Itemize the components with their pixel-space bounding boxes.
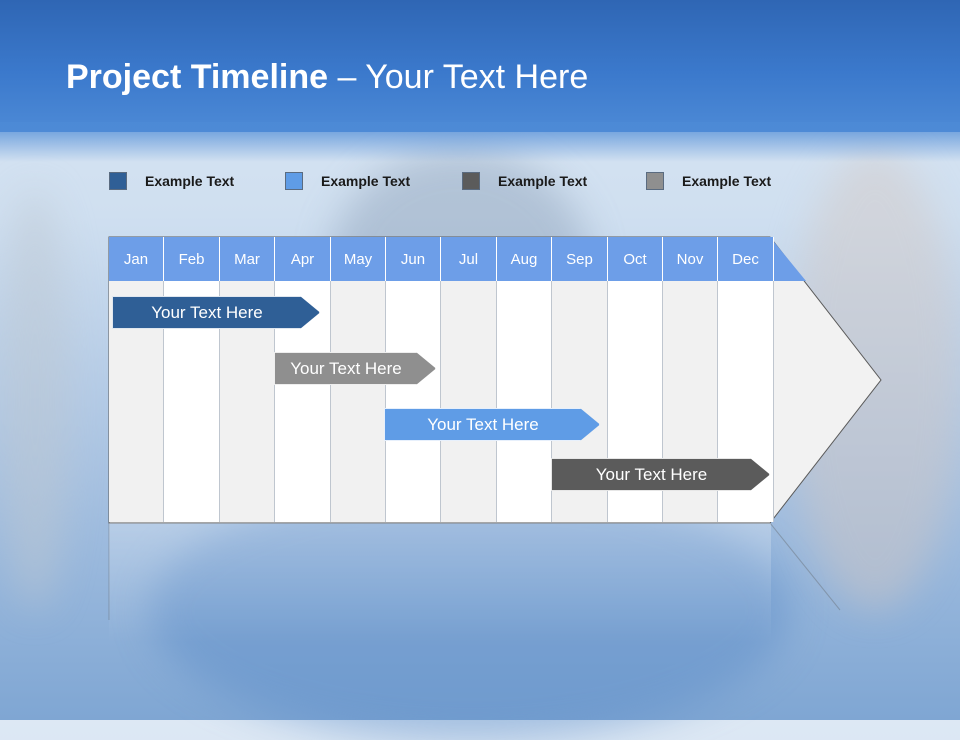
month-header: Oct [608, 237, 663, 281]
task-bar-label: Your Text Here [595, 464, 708, 484]
legend-item: Example Text [462, 170, 587, 192]
slide-title: Project Timeline – Your Text Here [66, 58, 588, 97]
timeline-reflection [109, 523, 771, 643]
background-shape [0, 190, 70, 610]
legend-label: Example Text [145, 173, 235, 189]
task-bar-label: Your Text Here [151, 302, 263, 322]
month-header: Dec [718, 237, 774, 281]
legend-swatch [462, 172, 480, 190]
legend-label: Example Text [321, 173, 411, 189]
task-bar[interactable]: Your Text Here [112, 296, 320, 329]
timeline-arrow-header-tip [770, 237, 806, 281]
task-bar[interactable]: Your Text Here [551, 458, 770, 491]
legend-swatch [285, 172, 303, 190]
month-column [386, 281, 441, 522]
task-bar[interactable]: Your Text Here [384, 408, 600, 441]
month-header: Apr [275, 237, 331, 281]
title-rest: – Your Text Here [328, 58, 589, 96]
task-bar-label: Your Text Here [427, 414, 539, 434]
month-header: Nov [663, 237, 718, 281]
month-header: Jun [386, 237, 441, 281]
legend-item: Example Text [646, 170, 771, 192]
month-header: Jan [109, 237, 164, 281]
title-bold: Project Timeline [66, 58, 329, 96]
title-bar-fade [0, 122, 960, 162]
legend-label: Example Text [498, 173, 588, 189]
legend-item: Example Text [285, 170, 410, 192]
month-header: May [331, 237, 386, 281]
month-header: Mar [220, 237, 275, 281]
month-header: Feb [164, 237, 220, 281]
task-bar-label: Your Text Here [290, 358, 402, 378]
month-header: Sep [552, 237, 608, 281]
title-bar [0, 0, 960, 132]
legend-item: Example Text [109, 170, 234, 192]
month-header: Aug [497, 237, 552, 281]
task-bar[interactable]: Your Text Here [274, 352, 436, 385]
reflection-edge [769, 522, 841, 611]
legend-swatch [109, 172, 127, 190]
month-column [497, 281, 552, 522]
legend-swatch [646, 172, 664, 190]
month-column [331, 281, 386, 522]
month-column [441, 281, 497, 522]
legend-label: Example Text [682, 173, 772, 189]
month-header: Jul [441, 237, 497, 281]
